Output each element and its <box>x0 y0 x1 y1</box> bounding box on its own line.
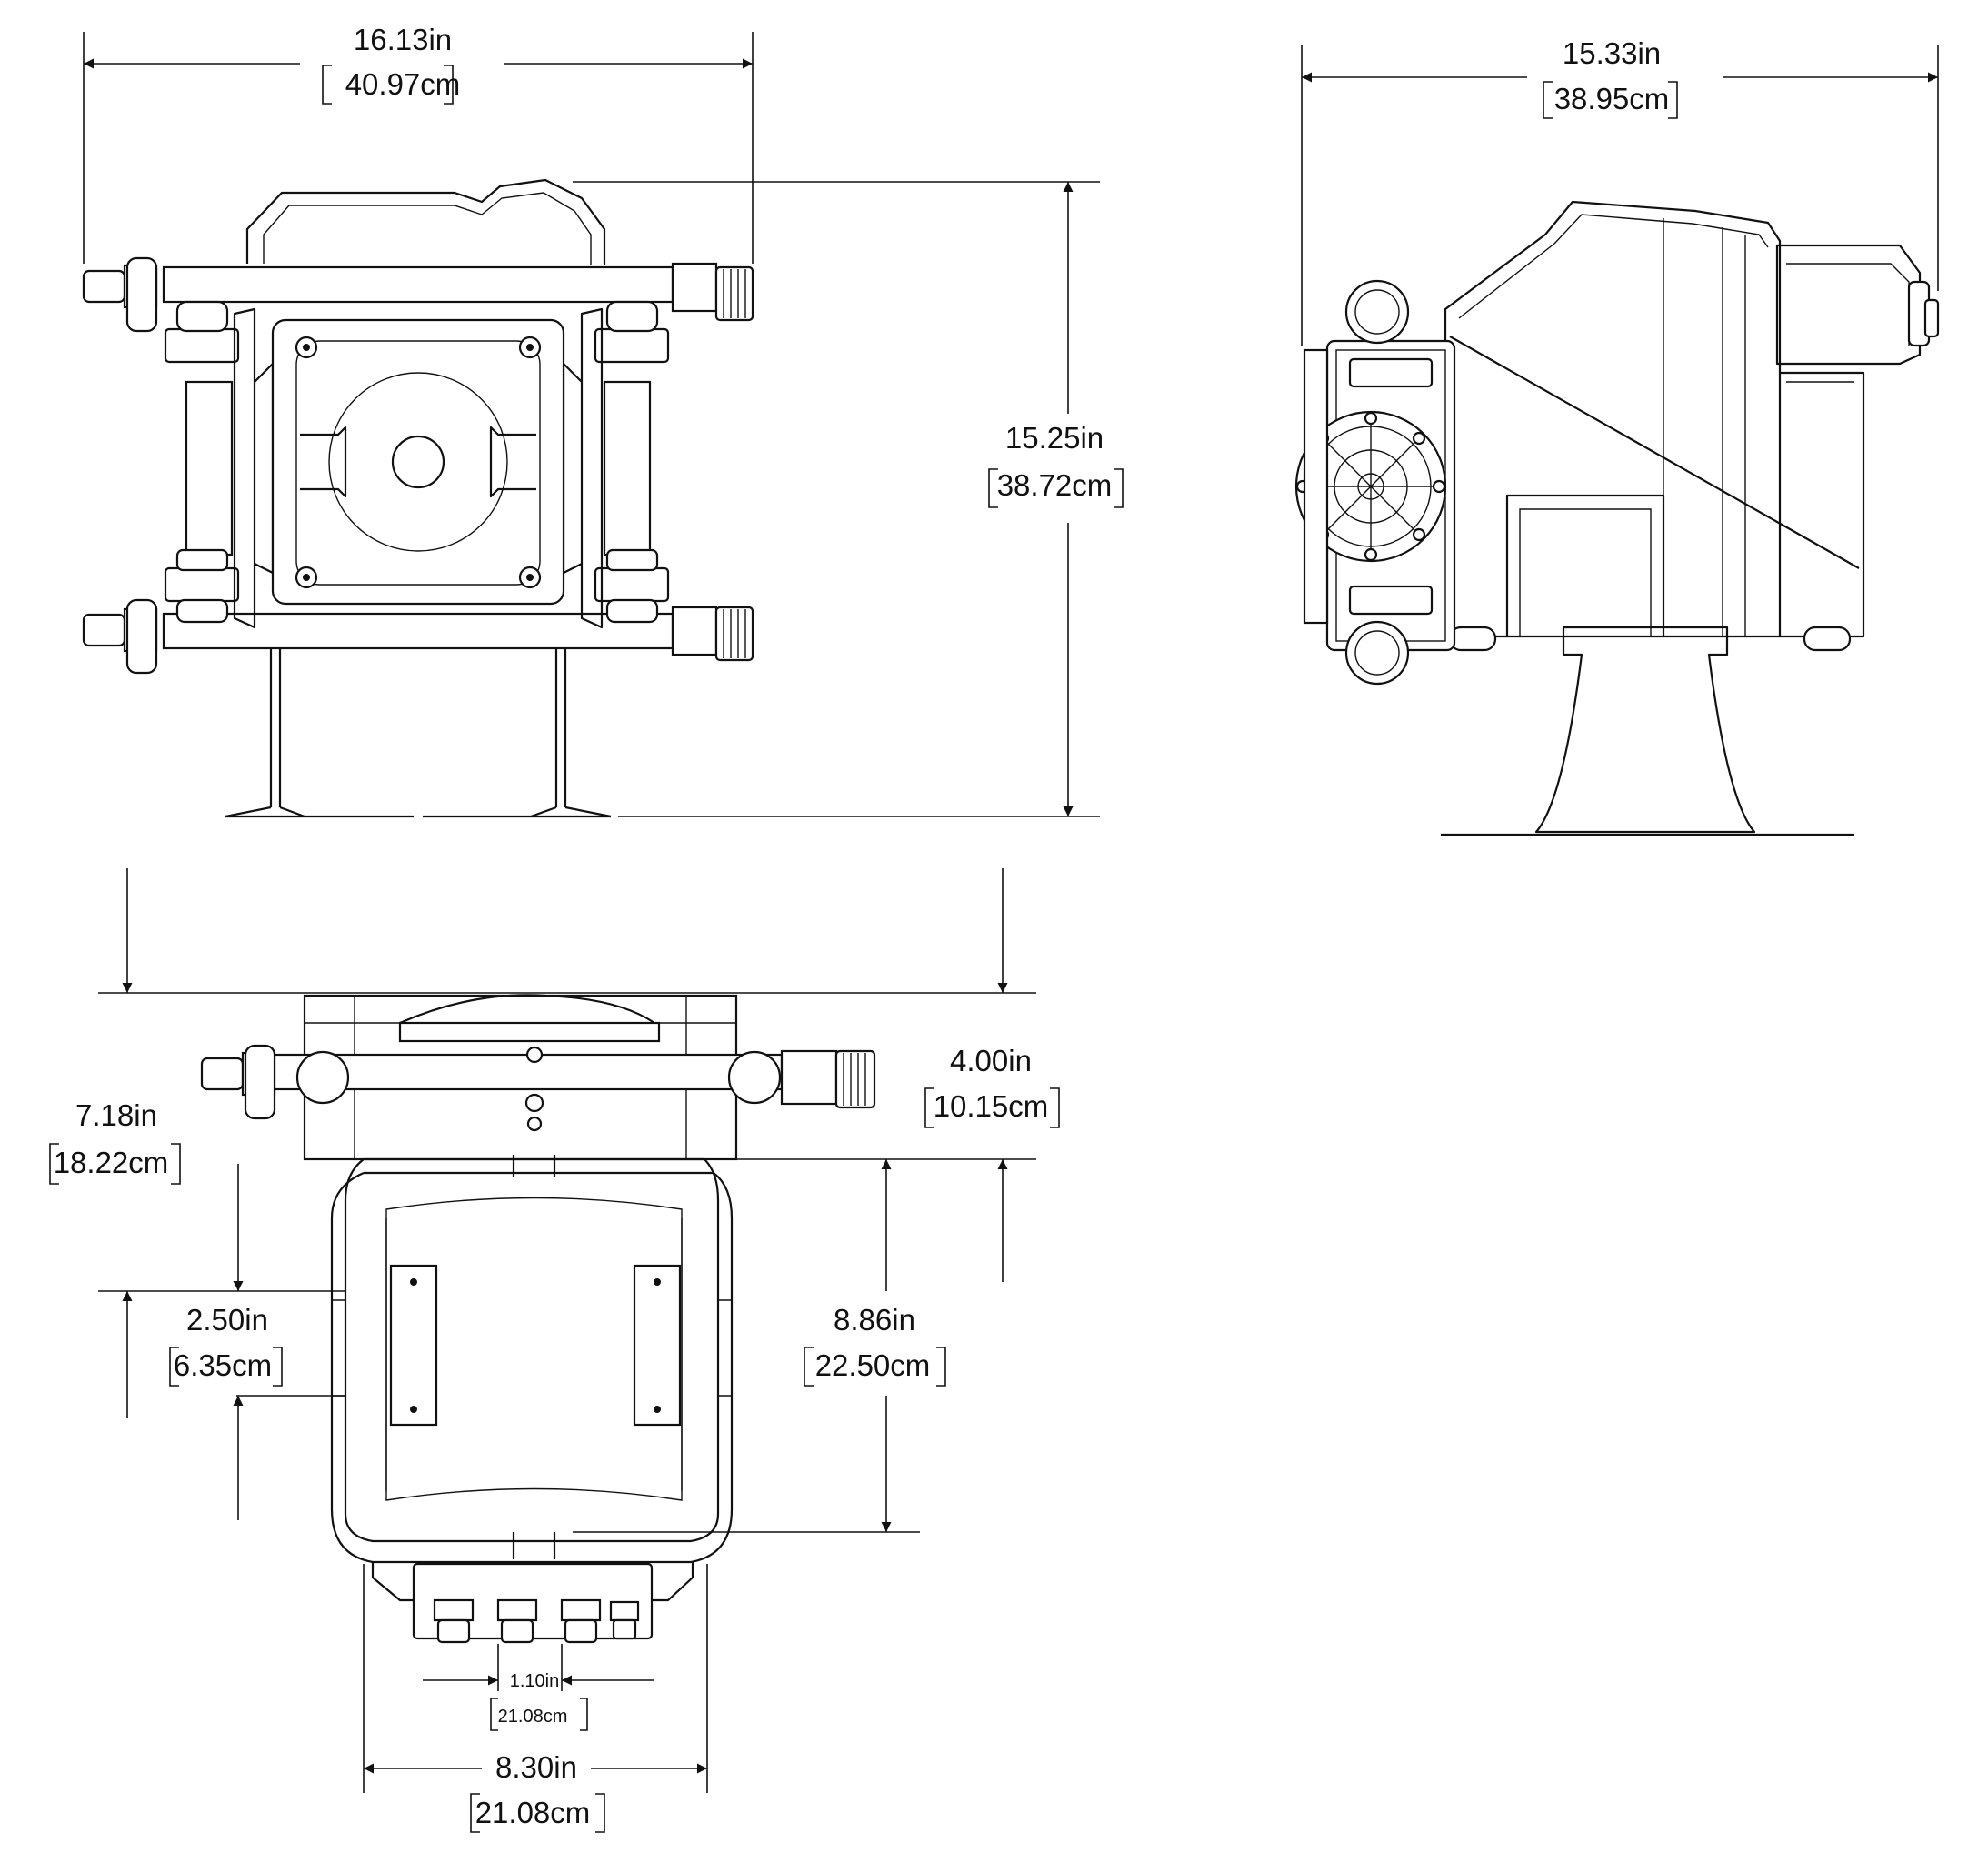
top-view <box>200 994 876 1644</box>
top-dimensions: 4.00in 10.15cm 7.18in 18.22cm 2.50in 6.3… <box>49 868 1060 1833</box>
front-width-cm: 40.97cm <box>345 67 461 101</box>
side-width-in: 15.33in <box>1563 36 1661 70</box>
top-spacing-in: 2.50in <box>186 1303 268 1337</box>
top-mount-in: 8.86in <box>834 1303 915 1337</box>
top-depth-in: 7.18in <box>75 1098 157 1132</box>
side-dimensions: 15.33in 38.95cm <box>1301 36 1939 346</box>
top-spacing-cm: 6.35cm <box>174 1348 272 1382</box>
front-right-column <box>603 380 652 556</box>
front-view <box>82 178 754 818</box>
side-view <box>1294 200 1940 836</box>
front-width-in: 16.13in <box>354 23 452 56</box>
front-height-cm: 38.72cm <box>997 468 1113 502</box>
front-height-in: 15.25in <box>1005 421 1104 455</box>
top-offset-cm: 10.15cm <box>934 1089 1049 1123</box>
top-offset-in: 4.00in <box>950 1044 1032 1077</box>
side-width-cm: 38.95cm <box>1554 82 1670 115</box>
top-glands-in: 1.10in <box>510 1671 560 1691</box>
top-base-in: 8.30in <box>495 1750 577 1784</box>
front-dimensions: 16.13in 40.97cm 15.25in 38.72cm <box>83 23 1124 817</box>
top-base-cm: 21.08cm <box>475 1796 591 1829</box>
top-depth-cm: 18.22cm <box>54 1146 169 1179</box>
top-cable-glands <box>433 1598 640 1644</box>
front-lower-pipe <box>162 612 674 650</box>
front-left-column <box>185 380 234 556</box>
top-mount-cm: 22.50cm <box>815 1348 931 1382</box>
top-glands-cm: 21.08cm <box>498 1707 568 1727</box>
front-rotor-hub <box>391 435 445 489</box>
front-upper-pipe <box>162 265 674 304</box>
top-pipe <box>271 1053 784 1091</box>
